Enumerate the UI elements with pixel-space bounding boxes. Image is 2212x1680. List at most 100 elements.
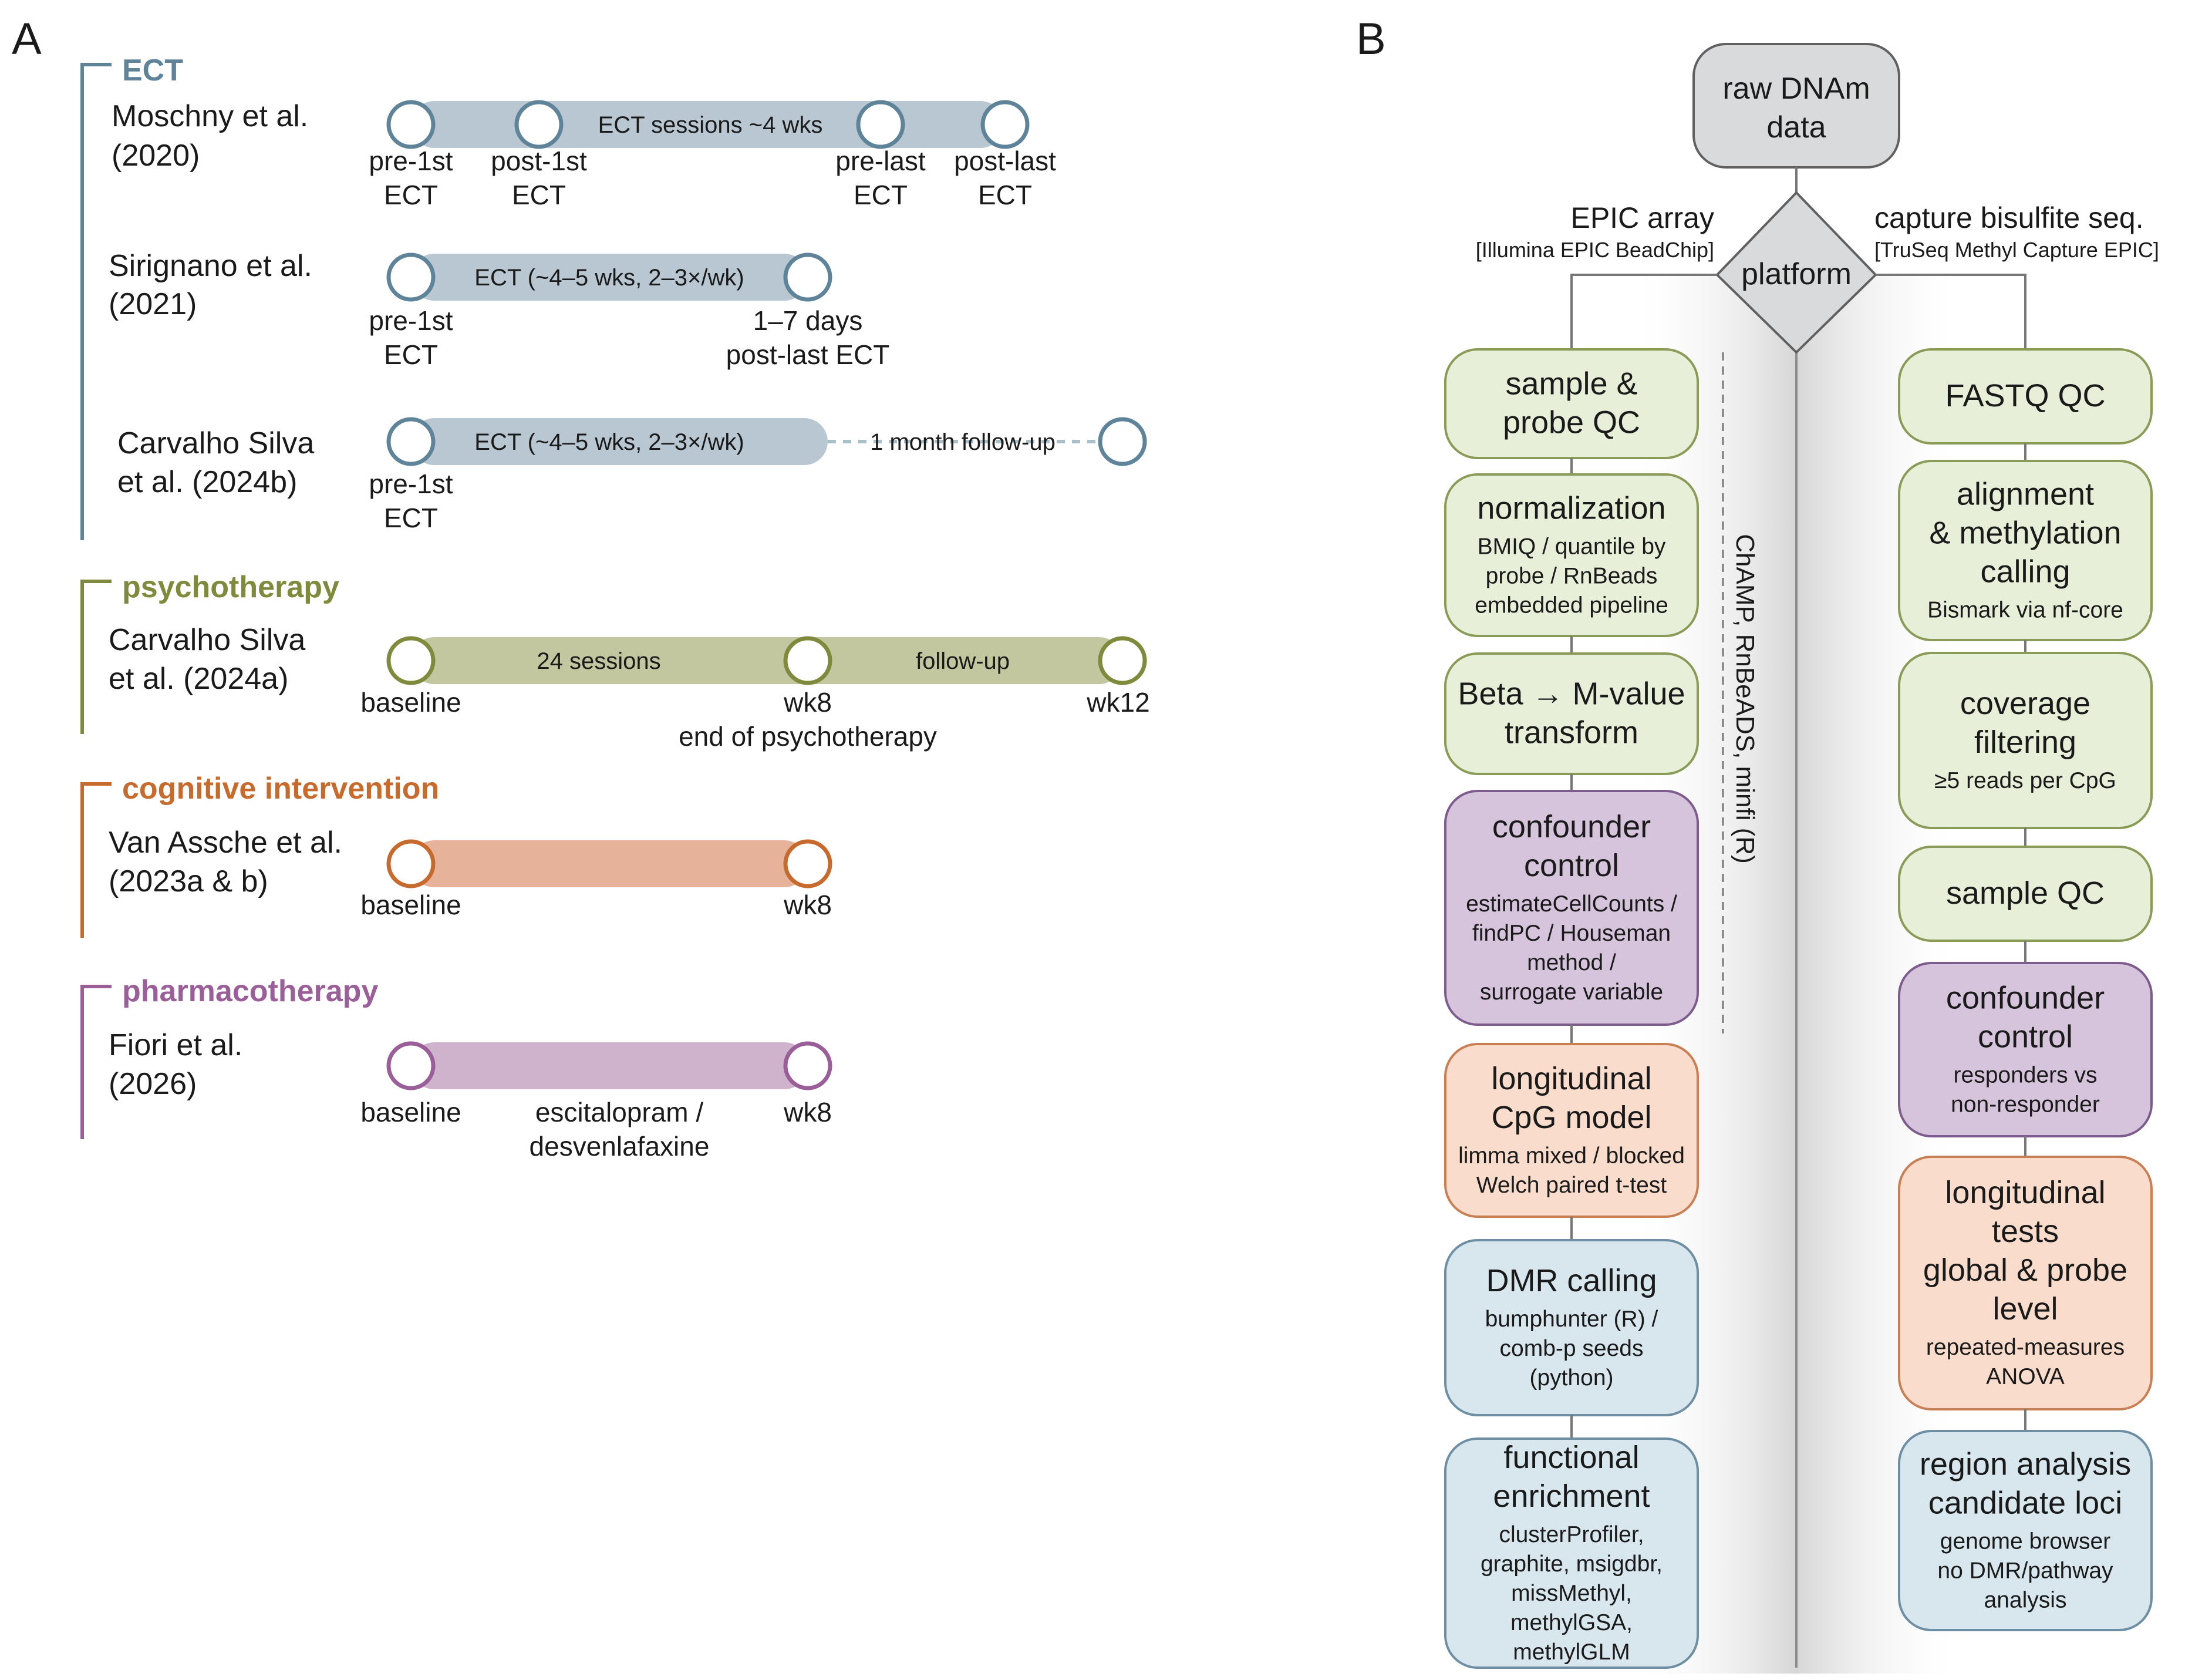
step-title: alignment [1957, 477, 2094, 512]
segment-label: 1 month follow-up [870, 429, 1056, 455]
timepoint-label: ECT [384, 180, 438, 210]
timepoint-label: pre-last [835, 146, 926, 176]
group-heading: ECT [122, 53, 183, 87]
step-detail: embedded pipeline [1475, 593, 1668, 618]
timepoint-node [1098, 417, 1147, 466]
group-bracket [80, 782, 112, 938]
step-title: sample & [1505, 366, 1637, 402]
study-label: Moschny et al. [112, 99, 308, 133]
step-title: confounder [1946, 981, 2105, 1016]
step-title: CpG model [1491, 1100, 1651, 1135]
group-bracket [80, 63, 112, 540]
segment-label: ECT (~4–5 wks, 2–3×/wk) [474, 429, 744, 455]
step-title: global & probe [1923, 1253, 2127, 1288]
step-title: coverage [1960, 686, 2090, 721]
step-detail: (python) [1529, 1365, 1613, 1391]
tool-note: ChAMP, RnBeADS, minfi (R) [1731, 534, 1759, 864]
step-detail: no DMR/pathway [1937, 1558, 2113, 1584]
step-detail: findPC / Houseman [1472, 921, 1671, 946]
study-label: et al. (2024a) [109, 662, 288, 696]
step-detail: analysis [1984, 1588, 2067, 1613]
step-box [1444, 652, 1699, 775]
step-title: tests [1992, 1214, 2059, 1249]
segment-label: ECT sessions ~4 wks [598, 112, 823, 138]
decision-diamond [1715, 191, 1877, 354]
step-title: FASTQ QC [1945, 378, 2105, 413]
step-detail: estimateCellCounts / [1466, 891, 1677, 917]
timepoint-node [386, 252, 436, 302]
timepoint-label: wk8 [783, 1097, 832, 1127]
timepoint-label: pre-1st [369, 146, 453, 176]
segment-label: 24 sessions [537, 648, 660, 674]
timepoint-node [386, 1041, 436, 1090]
timepoint-label: 1–7 days [753, 305, 863, 336]
segment-label: ECT (~4–5 wks, 2–3×/wk) [474, 265, 744, 291]
timepoint-label: baseline [360, 687, 461, 718]
segment-label: follow-up [916, 648, 1010, 674]
step-box [1898, 1430, 2153, 1631]
step-title: region analysis [1920, 1447, 2131, 1482]
timepoint-node [783, 252, 832, 302]
study-label: Fiori et al. [109, 1028, 242, 1062]
step-detail: comb-p seeds [1500, 1336, 1644, 1361]
timepoint-label: ECT [512, 180, 566, 210]
right-branch-title: capture bisulfite seq. [1874, 201, 2144, 234]
step-title: & methylation [1929, 516, 2121, 551]
step-title: filtering [1974, 725, 2076, 760]
study-label: (2021) [109, 287, 197, 321]
step-title: enrichment [1493, 1479, 1650, 1514]
step-title: Beta → M-value [1458, 676, 1685, 712]
timepoint-label: wk12 [1086, 687, 1149, 718]
timepoint-label: wk8 [783, 687, 832, 718]
step-detail: method / [1527, 950, 1616, 975]
study-label: (2020) [112, 139, 200, 173]
group-bracket [80, 985, 112, 1139]
step-title: longitudinal [1491, 1061, 1651, 1096]
step-detail: ≥5 reads per CpG [1934, 768, 2116, 793]
timepoint-label: post-last [954, 146, 1056, 176]
group-heading: cognitive intervention [122, 772, 439, 806]
group-heading: pharmacotherapy [122, 974, 378, 1008]
study-label: Van Assche et al. [109, 826, 342, 860]
timepoint-node [980, 100, 1030, 149]
timeline-bar [411, 637, 1122, 684]
step-detail: repeated-measures [1926, 1335, 2125, 1360]
timepoint-label: wk8 [783, 890, 832, 920]
step-detail: ANOVA [1986, 1364, 2065, 1389]
right-branch-connector [1876, 274, 2026, 349]
step-detail: methylGSA, [1510, 1610, 1633, 1635]
step-title: calling [1980, 554, 2070, 590]
timepoint-node [1098, 636, 1147, 685]
timeline-bar [411, 840, 808, 887]
panel-a-study-timelines: A ECT Moschny et al. (2020) ECT sessions ~4 … [12, 14, 1150, 1161]
step-title: DMR calling [1486, 1263, 1657, 1298]
timepoint-label: ECT [978, 180, 1032, 210]
group-heading: psychotherapy [122, 570, 339, 604]
step-detail: methylGLM [1513, 1639, 1630, 1665]
timepoint-label: ECT [384, 503, 438, 533]
timepoint-label: ECT [384, 339, 438, 370]
timepoint-node [783, 636, 832, 685]
step-title: control [1524, 848, 1619, 883]
study-label: Carvalho Silva [117, 426, 314, 460]
timepoint-node [783, 839, 832, 888]
step-detail: Bismark via nf-core [1927, 598, 2123, 623]
timeline-bar [411, 254, 808, 301]
timepoint-node [386, 839, 436, 888]
step-title: normalization [1477, 491, 1665, 526]
decision-text: platform [1741, 257, 1852, 291]
step-title: confounder [1492, 809, 1651, 844]
timepoint-node [386, 636, 436, 685]
timepoint-node [783, 1041, 832, 1090]
timepoint-label: baseline [360, 890, 461, 920]
step-title: sample QC [1946, 876, 2105, 911]
step-title: functional [1503, 1440, 1639, 1475]
left-branch-subtitle: [Illumina EPIC BeadChip] [1476, 238, 1714, 262]
panel-b-letter: B [1356, 14, 1386, 64]
step-detail: Welch paired t-test [1476, 1173, 1667, 1198]
step-title: transform [1505, 715, 1638, 750]
timepoint-node [386, 100, 436, 149]
panel-a-letter: A [12, 14, 42, 64]
step-detail: bumphunter (R) / [1485, 1307, 1658, 1332]
